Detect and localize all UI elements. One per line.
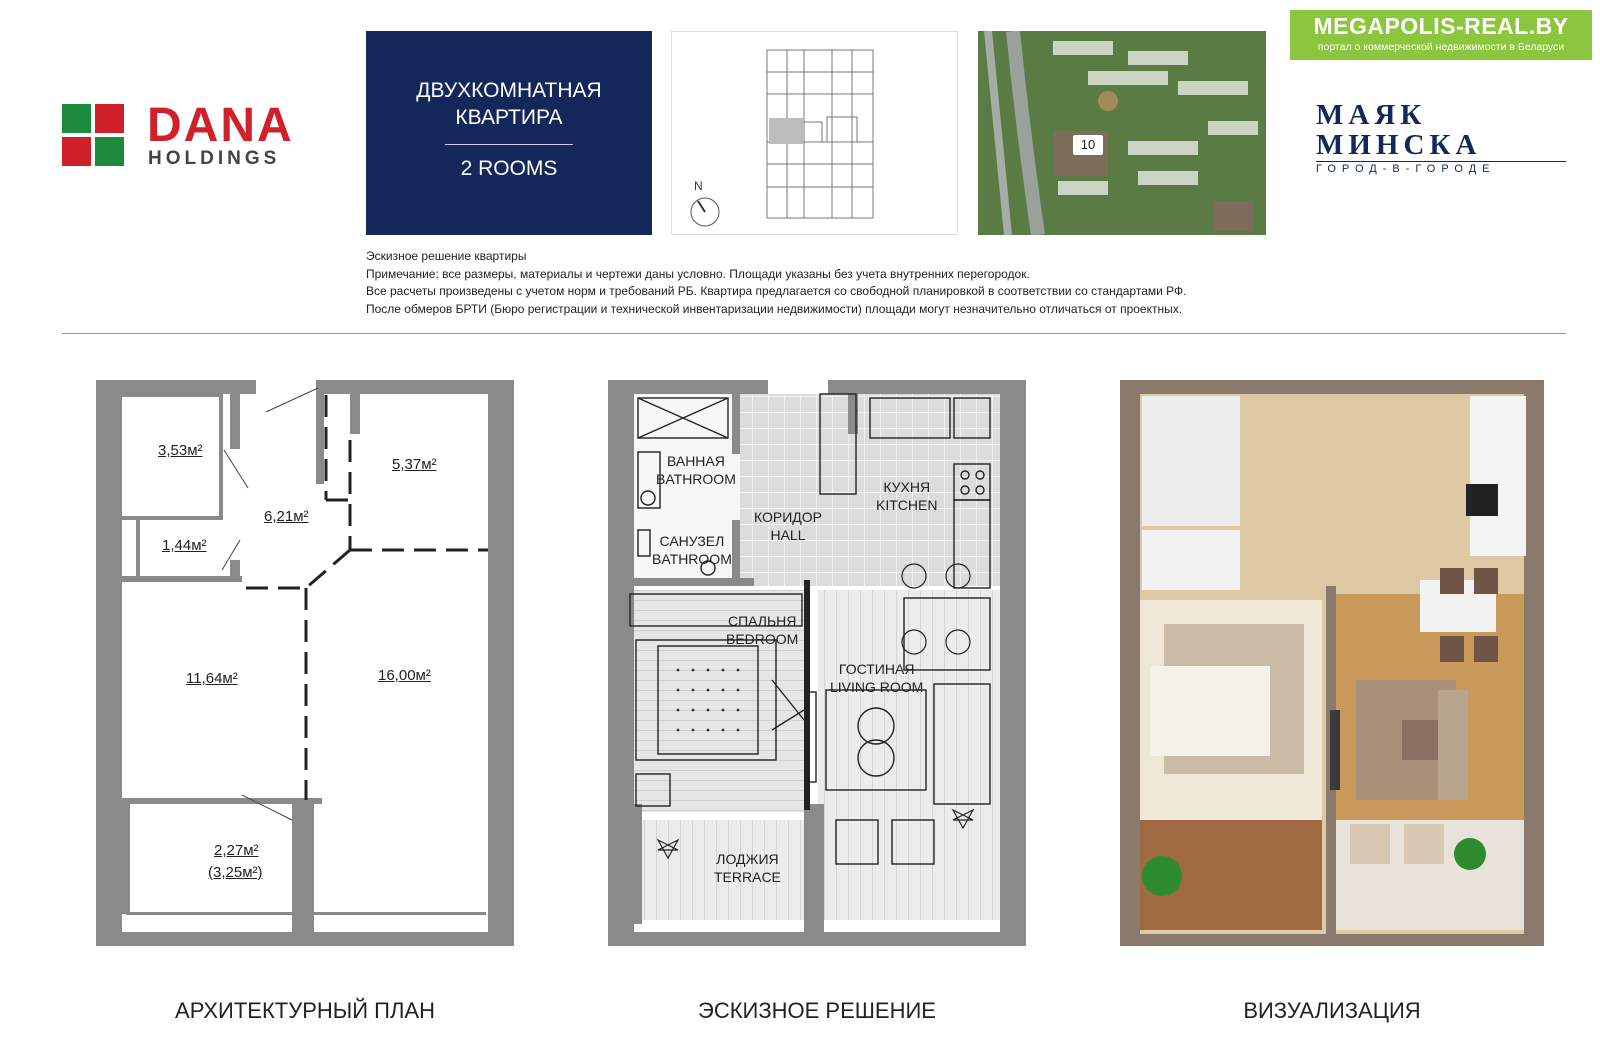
brand-sub: HOLDINGS xyxy=(148,148,281,169)
caption-visualization: ВИЗУАЛИЗАЦИЯ xyxy=(1243,998,1421,1023)
site-plan: 10 xyxy=(978,31,1266,235)
notes: Эскизное решение квартиры Примечание: вс… xyxy=(366,248,1326,318)
note-line: После обмеров БРТИ (Бюро регистрации и т… xyxy=(366,301,1183,316)
area-label: 2,27м² xyxy=(214,842,259,859)
building-number: 10 xyxy=(1073,135,1103,155)
dana-logo: DANA HOLDINGS xyxy=(62,100,322,170)
megapolis-badge[interactable]: MEGAPOLIS-REAL.BY портал о коммерческой … xyxy=(1290,10,1592,60)
dana-logo-icon xyxy=(62,104,124,166)
area-label: 6,21м² xyxy=(264,508,309,525)
area-label: 5,37м² xyxy=(392,456,437,473)
floor-key-plan: N xyxy=(671,31,958,235)
brand-name: DANA xyxy=(147,99,294,152)
architectural-plan: 3,53м² 5,37м² 6,21м² 1,44м² 11,64м² 16,0… xyxy=(96,380,514,946)
title-en: 2 ROOMS xyxy=(460,157,558,180)
divider xyxy=(62,333,1566,334)
caption-sketch: ЭСКИЗНОЕ РЕШЕНИЕ xyxy=(698,998,936,1023)
megapolis-subtitle: портал о коммерческой недвижимости в Бел… xyxy=(1317,41,1565,53)
megapolis-title[interactable]: MEGAPOLIS-REAL.BY xyxy=(1313,13,1569,39)
title-divider xyxy=(445,144,573,145)
area-label: (3,25м²) xyxy=(208,864,263,881)
key-plan-drawing: N xyxy=(690,49,874,227)
visualization-render xyxy=(1120,380,1544,946)
note-line: Все расчеты произведены с учетом норм и … xyxy=(366,284,1187,298)
mayak-subtitle: ГОРОД-В-ГОРОДЕ xyxy=(1316,161,1566,175)
site-plan-drawing xyxy=(978,31,1266,235)
title-box: ДВУХКОМНАТНАЯ КВАРТИРА 2 ROOMS xyxy=(366,31,652,235)
note-line: Примечание: все размеры, материалы и чер… xyxy=(366,266,1030,281)
north-label: N xyxy=(694,179,703,193)
architectural-plan-drawing xyxy=(96,380,514,946)
area-label: 1,44м² xyxy=(162,537,207,554)
note-line: Эскизное решение квартиры xyxy=(366,249,527,263)
area-label: 16,00м² xyxy=(378,667,431,684)
title-ru: ДВУХКОМНАТНАЯ КВАРТИРА xyxy=(416,79,602,129)
mayak-title: МАЯК МИНСКА xyxy=(1316,99,1482,161)
caption-architectural-plan: АРХИТЕКТУРНЫЙ ПЛАН xyxy=(175,998,435,1023)
mayak-logo: МАЯК МИНСКА ГОРОД-В-ГОРОДЕ xyxy=(1316,100,1566,175)
area-label: 3,53м² xyxy=(158,442,203,459)
area-label: 11,64м² xyxy=(186,670,238,687)
sketch-plan-drawing xyxy=(608,380,1026,946)
visualization xyxy=(1120,380,1544,946)
